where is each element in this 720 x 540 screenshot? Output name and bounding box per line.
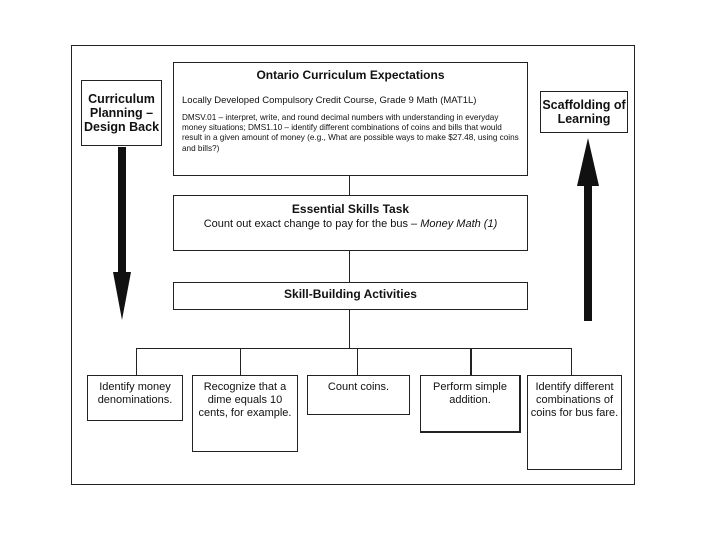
right-label: Scaffolding of Learning bbox=[542, 98, 626, 126]
branch-drop-1 bbox=[136, 348, 137, 375]
essential-skills-task-box: Essential Skills Task Count out exact ch… bbox=[173, 195, 528, 251]
branch-drop-2 bbox=[240, 348, 241, 375]
curriculum-expectations-box: Ontario Curriculum Expectations Locally … bbox=[173, 62, 528, 176]
activity-text-4: Perform simple addition. bbox=[433, 381, 507, 406]
task-text-line: Count out exact change to pay for the bu… bbox=[174, 218, 527, 230]
expectations-title: Ontario Curriculum Expectations bbox=[256, 68, 445, 82]
skill-building-label: Skill-Building Activities bbox=[284, 287, 417, 301]
down-arrow-shaft bbox=[118, 147, 126, 273]
connector-task-skill bbox=[349, 251, 350, 282]
connector-expectations-task bbox=[349, 176, 350, 195]
down-arrow-head bbox=[113, 272, 131, 320]
connector-skill-branch bbox=[349, 310, 350, 348]
diagram-frame bbox=[71, 45, 635, 485]
skill-building-box: Skill-Building Activities bbox=[173, 282, 528, 310]
activity-box-1: Identify money denominations. bbox=[87, 375, 183, 421]
right-label-box: Scaffolding of Learning bbox=[540, 91, 628, 133]
activity-text-1: Identify money denominations. bbox=[97, 381, 173, 406]
task-source: Money Math (1) bbox=[420, 218, 498, 230]
task-title: Essential Skills Task bbox=[291, 202, 410, 216]
left-label-box: Curriculum Planning – Design Back bbox=[81, 80, 162, 146]
up-arrow-shaft bbox=[584, 185, 592, 321]
branch-horizontal bbox=[136, 348, 572, 349]
branch-drop-5 bbox=[571, 348, 572, 375]
activity-box-5: Identify different combinations of coins… bbox=[527, 375, 622, 470]
branch-drop-4 bbox=[470, 348, 472, 375]
branch-drop-3 bbox=[357, 348, 358, 375]
expectations-detail: DMSV.01 – interpret, write, and round de… bbox=[182, 113, 519, 153]
activity-text-3: Count coins. bbox=[327, 381, 390, 393]
expectations-course: Locally Developed Compulsory Credit Cour… bbox=[182, 95, 477, 106]
activity-text-2: Recognize that a dime equals 10 cents, f… bbox=[198, 381, 292, 419]
task-text: Count out exact change to pay for the bu… bbox=[203, 218, 421, 230]
activity-box-2: Recognize that a dime equals 10 cents, f… bbox=[192, 375, 298, 452]
activity-box-3: Count coins. bbox=[307, 375, 410, 415]
up-arrow-head bbox=[577, 138, 599, 186]
activity-box-4: Perform simple addition. bbox=[420, 375, 521, 433]
activity-text-5: Identify different combinations of coins… bbox=[530, 381, 619, 419]
left-label: Curriculum Planning – Design Back bbox=[83, 92, 160, 134]
